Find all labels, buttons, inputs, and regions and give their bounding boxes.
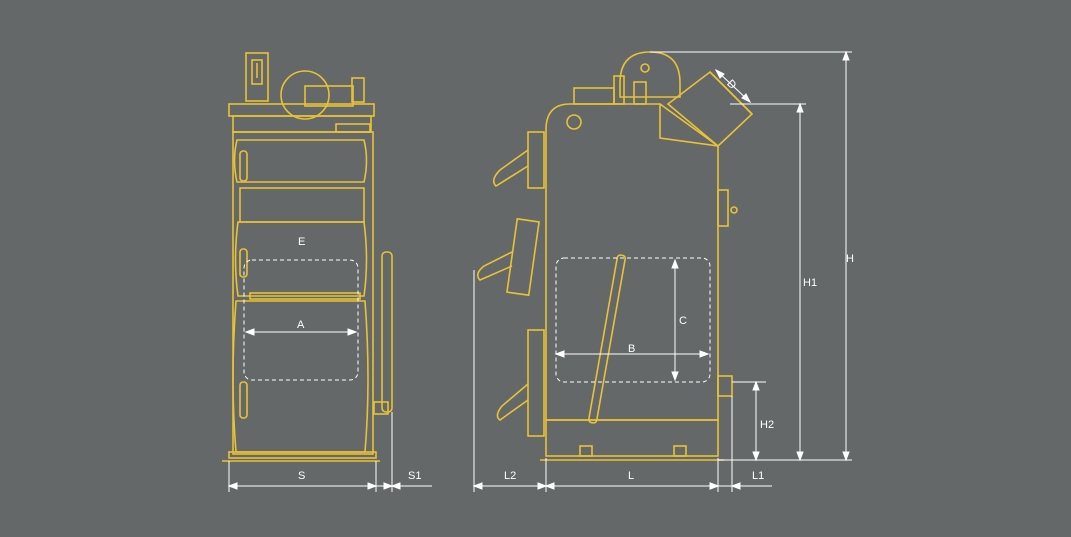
- side-view: [476, 51, 754, 461]
- label-H2: H2: [760, 419, 774, 431]
- side-handle-upper: [492, 149, 529, 188]
- boiler-body-side: [545, 103, 719, 421]
- label-L: L: [628, 470, 634, 482]
- side-door-middle: [506, 217, 540, 297]
- middle-plate: [239, 187, 365, 223]
- sight-port: [566, 114, 582, 130]
- front-firebox-outline: [243, 259, 359, 381]
- top-controller: [304, 85, 354, 107]
- door-handle-lower: [239, 381, 248, 419]
- side-door-upper: [527, 131, 545, 189]
- return-outlet: [717, 375, 733, 397]
- upper-door: [233, 139, 368, 183]
- label-B: B: [628, 343, 635, 355]
- side-top-controller: [573, 87, 615, 105]
- side-handle-middle: [476, 251, 513, 281]
- side-fan-housing: [619, 51, 681, 98]
- door-handle-upper: [239, 150, 248, 182]
- base-front: [228, 451, 377, 459]
- side-door-lower: [527, 329, 545, 437]
- label-S1: S1: [408, 470, 421, 482]
- door-handle-middle: [239, 248, 248, 278]
- side-flap: [717, 189, 729, 227]
- boiler-body-front: [232, 131, 374, 455]
- label-H: H: [846, 253, 854, 265]
- base-side: [545, 419, 719, 457]
- label-A: A: [297, 319, 305, 331]
- fan-motor: [245, 52, 269, 102]
- label-L1: L1: [752, 470, 764, 482]
- side-poker: [587, 254, 627, 424]
- label-E: E: [298, 236, 305, 248]
- label-C: C: [679, 315, 687, 327]
- label-H1: H1: [803, 277, 817, 289]
- poker-tool: [381, 251, 393, 413]
- label-L2: L2: [504, 470, 516, 482]
- side-dimensions: [472, 50, 852, 492]
- label-S: S: [298, 470, 305, 482]
- side-handle-lower: [496, 383, 529, 421]
- front-dimensions: [227, 328, 432, 492]
- fan-wheel: [280, 70, 330, 120]
- side-firebox-outline: [555, 257, 711, 383]
- front-view: [222, 52, 393, 462]
- middle-door: [234, 221, 368, 297]
